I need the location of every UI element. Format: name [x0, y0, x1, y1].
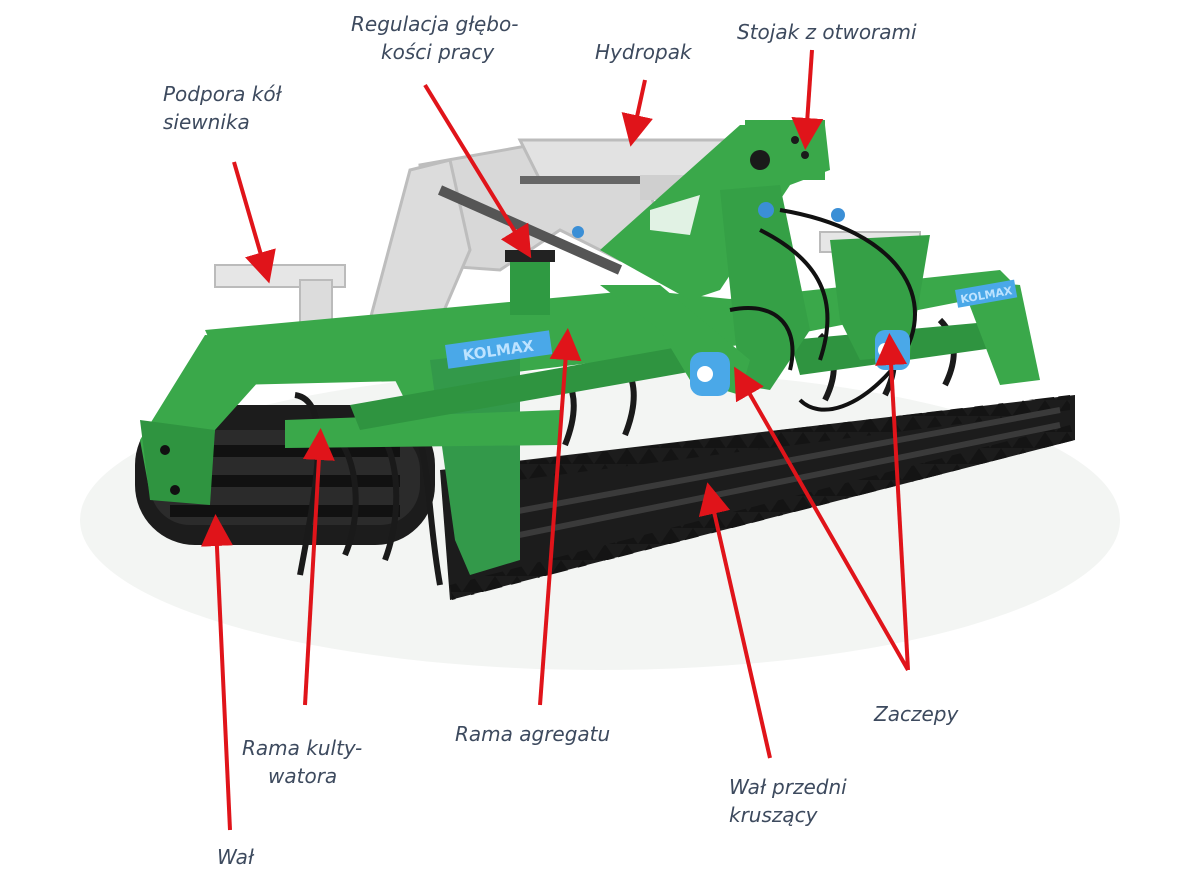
label-wal-line1: Wał [217, 845, 254, 869]
label-wal-przedni-line2: kruszący [729, 803, 818, 827]
arrow-rama-agregatu [538, 328, 582, 706]
annotation-arrows [200, 49, 910, 831]
label-regulacja-line2: kości pracy [381, 40, 495, 64]
green-frame [140, 120, 1040, 575]
label-rama-kultywatora: Rama kulty- watora [242, 734, 362, 790]
label-zaczepy-line1: Zaczepy [874, 702, 959, 726]
label-regulacja-line1: Regulacja głębo- [351, 12, 519, 36]
arrow-rama-kultywatora [302, 428, 335, 706]
label-podpora-line1: Podpora kół [163, 82, 282, 106]
front-crushing-roller [440, 395, 1075, 600]
arrow-wal-przedni [698, 482, 772, 759]
label-wal: Wał [217, 843, 254, 871]
arrow-zaczepy-left [734, 366, 910, 671]
label-rama-agregatu-line1: Rama agregatu [455, 722, 611, 746]
arrow-hydropak [621, 79, 653, 147]
label-rama-agregatu: Rama agregatu [455, 720, 610, 748]
label-podpora-line2: siewnika [163, 110, 250, 134]
arrow-wal [200, 514, 233, 831]
arrow-podpora [232, 161, 276, 284]
arrow-regulacja [423, 83, 532, 259]
label-hydropak-line1: Hydropak [595, 40, 692, 64]
label-wal-przedni-line1: Wał przedni [729, 775, 847, 799]
label-stojak-line1: Stojak z otworami [737, 20, 917, 44]
arrow-stojak [791, 49, 824, 150]
label-wal-przedni: Wał przedni kruszący [729, 773, 847, 829]
arrow-zaczepy-right [875, 333, 910, 671]
label-zaczepy: Zaczepy [874, 700, 958, 728]
label-regulacja: Regulacja głębo- kości pracy [351, 10, 518, 66]
label-stojak: Stojak z otworami [737, 18, 917, 46]
label-rama-kultywatora-line1: Rama kulty- [242, 736, 363, 760]
label-rama-kultywatora-line2: watora [268, 764, 338, 788]
label-hydropak: Hydropak [595, 38, 692, 66]
label-podpora: Podpora kół siewnika [163, 80, 281, 136]
